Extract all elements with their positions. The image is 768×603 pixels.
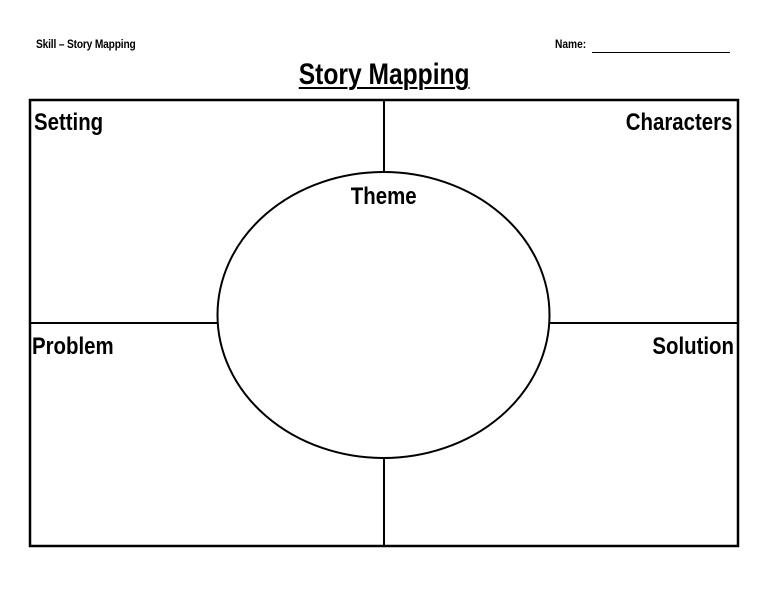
section-solution: Solution: [652, 333, 734, 360]
section-theme: Theme: [351, 183, 417, 210]
theme-ellipse: [216, 171, 551, 459]
section-characters: Characters: [625, 109, 732, 136]
section-setting: Setting: [34, 109, 104, 136]
name-label: Name:: [555, 37, 587, 51]
page-title: Story Mapping: [298, 58, 470, 91]
skill-label: Skill – Story Mapping: [36, 37, 136, 51]
name-field-line[interactable]: [592, 52, 730, 53]
section-problem: Problem: [32, 333, 114, 360]
